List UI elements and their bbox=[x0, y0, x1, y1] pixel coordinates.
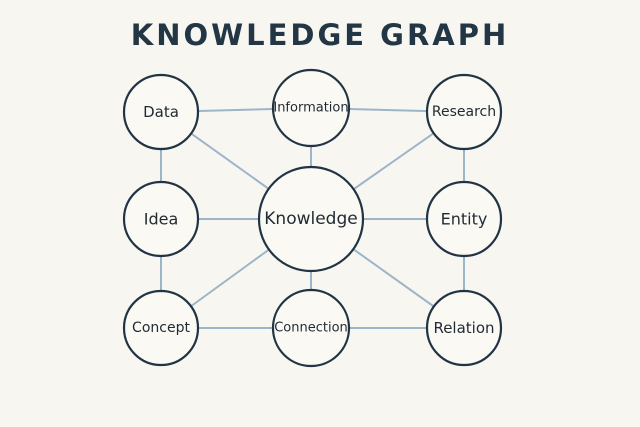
node-label-connection: Connection bbox=[274, 321, 348, 336]
node-circle-research bbox=[425, 73, 503, 151]
node-relation: Relation bbox=[425, 289, 503, 367]
node-connection: Connection bbox=[271, 288, 351, 368]
diagram-title: KNOWLEDGE GRAPH bbox=[130, 18, 510, 52]
node-circle-relation bbox=[425, 289, 503, 367]
node-circle-concept bbox=[122, 289, 200, 367]
node-research: Research bbox=[425, 73, 503, 151]
node-circle-entity bbox=[425, 180, 503, 258]
node-concept: Concept bbox=[122, 289, 200, 367]
node-label-knowledge: Knowledge bbox=[264, 209, 357, 229]
node-circle-knowledge bbox=[257, 165, 365, 273]
node-circle-idea bbox=[122, 180, 200, 258]
node-label-research: Research bbox=[432, 104, 496, 120]
node-label-idea: Idea bbox=[144, 210, 179, 229]
node-label-relation: Relation bbox=[433, 319, 494, 337]
node-idea: Idea bbox=[122, 180, 200, 258]
node-circle-data bbox=[122, 73, 200, 151]
node-data: Data bbox=[122, 73, 200, 151]
node-label-concept: Concept bbox=[132, 320, 190, 336]
node-circle-connection bbox=[271, 288, 351, 368]
node-label-information: Information bbox=[273, 101, 348, 116]
node-circle-information bbox=[271, 68, 351, 148]
node-knowledge: Knowledge bbox=[257, 165, 365, 273]
node-label-entity: Entity bbox=[441, 210, 488, 229]
node-information: Information bbox=[271, 68, 351, 148]
node-label-data: Data bbox=[143, 103, 179, 121]
node-entity: Entity bbox=[425, 180, 503, 258]
